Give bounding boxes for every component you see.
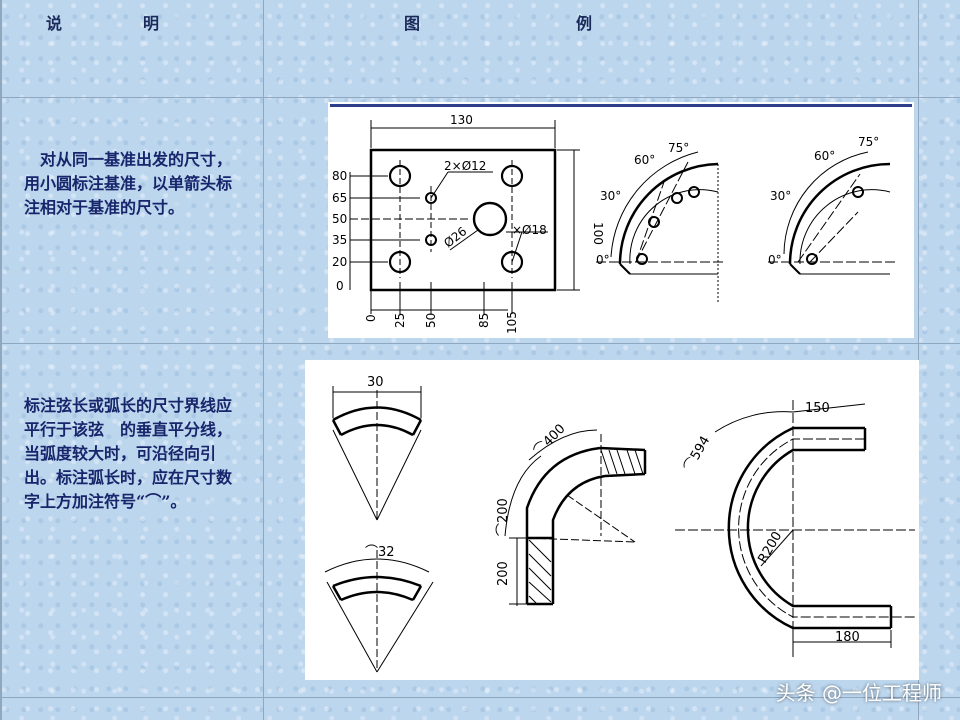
fan-top (331, 386, 423, 521)
row1-figure: 130 100 80 65 50 35 20 0 0 25 50 85 105 … (330, 104, 912, 334)
hole-top-left (388, 164, 412, 188)
u-bend-part (675, 400, 915, 660)
y-label-0: 0 (336, 279, 344, 293)
u-arc-label: ⌒594 (681, 434, 713, 474)
x-label-105: 105 (505, 311, 519, 334)
arc-figure-right (768, 151, 898, 275)
callout-2x12: 2×Ø12 (444, 159, 486, 173)
mid-angle-0: 0° (596, 253, 610, 267)
mid-angle-75: 75° (668, 141, 689, 155)
y-label-80: 80 (332, 169, 347, 183)
u-radius-label: R200 (755, 529, 785, 566)
fan-top-dim: 30 (367, 375, 384, 390)
x-label-50: 50 (424, 313, 438, 328)
callout-18: ×Ø18 (512, 223, 547, 237)
dim-width-label: 130 (450, 113, 473, 127)
plate-outline (369, 148, 557, 292)
watermark: 头条 @一位工程师 (775, 681, 942, 705)
dim-height-label: 100 (591, 222, 605, 245)
y-label-35: 35 (332, 233, 347, 247)
hole-bottom-left (388, 250, 412, 274)
elbow-part (504, 429, 647, 606)
elbow-straight-label: 200 (496, 561, 511, 586)
y-label-20: 20 (332, 255, 347, 269)
row2-figure: 30 ⌒32 ⌒400 ⌒200 200 ⌒594 150 180 R200 (324, 375, 915, 673)
x-label-0: 0 (364, 314, 378, 322)
elbow-side-arc-label: ⌒200 (496, 498, 511, 536)
u-bottom-label: 180 (835, 630, 860, 645)
u-top-label: 150 (805, 401, 830, 416)
elbow-arc-label: ⌒400 (531, 421, 568, 458)
mid-angle-60: 60° (634, 153, 655, 167)
panel-top-rule (330, 104, 912, 107)
small-hole-bottom (425, 234, 437, 246)
header-fig-char-2: 例 (576, 14, 593, 33)
row2-figure-panel: 30 ⌒32 ⌒400 ⌒200 200 ⌒594 150 180 R200 (305, 360, 919, 680)
hole-top-right (500, 164, 524, 188)
row1-description: 对从同一基准出发的尺寸，用小圆标注基准，以单箭头标注相对于基准的尺寸。 (24, 150, 233, 217)
right-angle-30: 30° (770, 189, 791, 203)
grid-h-2 (0, 343, 960, 344)
grid-h-3 (0, 697, 960, 698)
hole-bottom-right (500, 250, 524, 274)
grid-h-1 (0, 97, 960, 98)
header-desc-char-2: 明 (143, 14, 160, 33)
row1-figure-panel: 130 100 80 65 50 35 20 0 0 25 50 85 105 … (328, 102, 914, 338)
header-desc-char-1: 说 (46, 14, 63, 33)
big-hole (472, 201, 508, 237)
x-label-85: 85 (477, 313, 491, 328)
fan-bottom-dim: ⌒32 (365, 545, 395, 560)
right-angle-60: 60° (814, 149, 835, 163)
y-label-65: 65 (332, 191, 347, 205)
fan-bottom (324, 550, 434, 673)
small-hole-top (425, 192, 437, 204)
mid-angle-30: 30° (600, 189, 621, 203)
arc-figure-mid (596, 151, 726, 302)
x-label-25: 25 (393, 313, 407, 328)
grid-v-mid (263, 0, 264, 720)
header-fig-char-1: 图 (404, 14, 421, 33)
y-label-50: 50 (332, 212, 347, 226)
grid-v-left (0, 0, 2, 720)
row2-description: 标注弦长或弧长的尺寸界线应平行于该弦 的垂直平分线，当弧度较大时，可沿径向引出。… (24, 396, 233, 511)
right-angle-75: 75° (858, 135, 879, 149)
right-angle-0: 0° (768, 253, 782, 267)
